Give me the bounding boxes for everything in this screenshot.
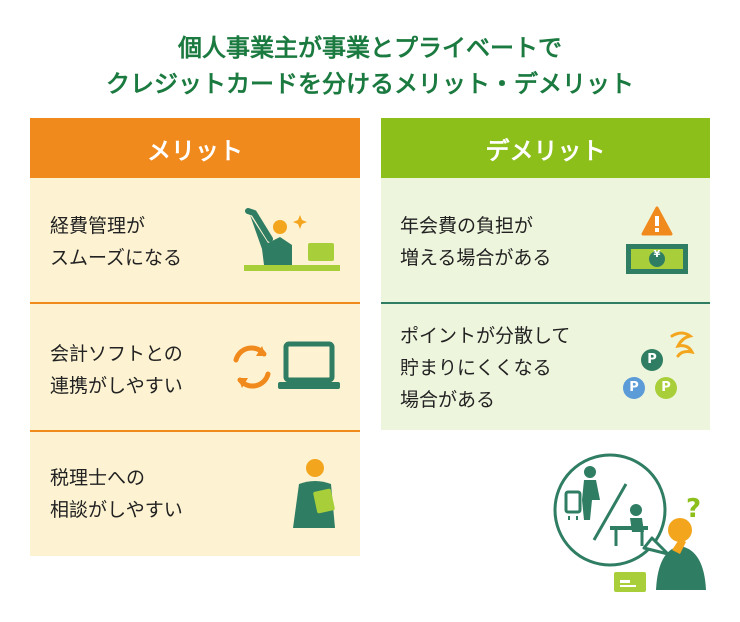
point-symbol-lime: P <box>661 380 671 395</box>
demerit-divider-1 <box>381 302 710 304</box>
point-symbol-green: P <box>647 352 657 367</box>
sync-laptop-icon <box>233 341 340 389</box>
demerit-item-2-line-1: ポイントが分散して <box>400 325 571 347</box>
title-line-2: クレジットカードを分けるメリット・デメリット <box>106 70 634 98</box>
warning-banknote-icon <box>626 206 688 274</box>
demerit-item-2-line-2: 貯まりにくくなる <box>400 357 552 379</box>
merit-item-3-line-2: 相談がしやすい <box>50 499 183 521</box>
demerit-heading: デメリット <box>381 118 710 178</box>
thinking-person-illustration <box>553 453 706 592</box>
yen-symbol: ¥ <box>653 249 661 260</box>
merit-item-1-line-1: 経費管理が <box>50 215 146 237</box>
merit-heading: メリット <box>30 118 360 178</box>
merit-item-1: 経費管理が スムーズになる <box>50 210 182 274</box>
merit-item-3: 税理士への 相談がしやすい <box>50 462 183 526</box>
merit-item-3-line-1: 税理士への <box>50 467 146 489</box>
person-at-laptop-icon <box>244 208 340 271</box>
merit-item-2-line-2: 連携がしやすい <box>50 375 183 397</box>
demerit-item-2: ポイントが分散して 貯まりにくくなる 場合がある <box>400 320 570 416</box>
merit-divider-1 <box>30 302 360 304</box>
scattered-points-icon <box>623 331 695 399</box>
person-with-book-icon <box>293 459 335 528</box>
point-symbol-blue: P <box>629 380 639 395</box>
page-title: 個人事業主が事業とプライベートで クレジットカードを分けるメリット・デメリット <box>0 30 740 102</box>
demerit-item-1-line-1: 年会費の負担が <box>400 215 534 237</box>
question-mark: ? <box>686 494 702 524</box>
demerit-item-1-line-2: 増える場合がある <box>400 247 552 269</box>
merit-item-2: 会計ソフトとの 連携がしやすい <box>50 338 183 402</box>
title-line-1: 個人事業主が事業とプライベートで <box>178 34 562 62</box>
demerit-item-1: 年会費の負担が 増える場合がある <box>400 210 551 274</box>
merit-item-2-line-1: 会計ソフトとの <box>50 343 183 365</box>
merit-item-1-line-2: スムーズになる <box>50 247 183 269</box>
demerit-item-2-line-3: 場合がある <box>400 389 496 411</box>
merit-divider-2 <box>30 430 360 432</box>
